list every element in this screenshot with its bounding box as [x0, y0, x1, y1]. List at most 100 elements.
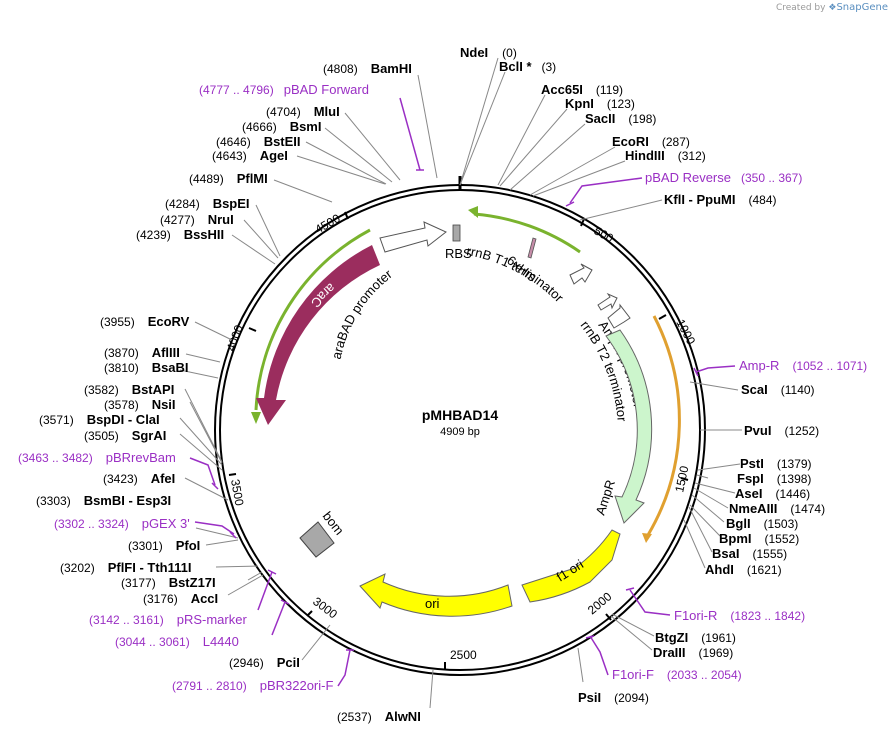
- primer: F1ori-F(2033 .. 2054): [612, 667, 742, 682]
- feature-ampr-promoter[interactable]: [597, 292, 618, 311]
- site: (3176)AccI: [143, 591, 218, 606]
- site: (3177)BstZ17I: [121, 575, 216, 590]
- site: (3505)SgrAI: [84, 428, 166, 443]
- tick-mark: [248, 327, 257, 332]
- feature-arac[interactable]: [256, 245, 380, 425]
- feature-label-rrnb-t1-terminator: rrnB T1 terminator: [465, 243, 567, 305]
- orf-arrowhead: [251, 412, 261, 424]
- site: (3303)BsmBI - Esp3I: [36, 493, 171, 508]
- orf-arrowhead: [468, 206, 478, 218]
- feature-rrnb-t2-terminator[interactable]: [607, 303, 631, 329]
- site: PstI(1379): [740, 456, 812, 471]
- site: KflI - PpuMI(484): [664, 192, 777, 207]
- site-leaders: [179, 57, 742, 709]
- site: (3870)AflIII: [104, 345, 180, 360]
- feature-f1-ori[interactable]: [521, 529, 621, 603]
- site: AseI(1446): [735, 486, 810, 501]
- tick-mark: [658, 314, 667, 320]
- site: (2946)PciI: [229, 655, 300, 670]
- tick-label: 1000: [673, 317, 698, 347]
- feature-ori[interactable]: [359, 573, 513, 617]
- site: BpmI(1552): [719, 531, 799, 546]
- credit-prefix: Created by: [775, 3, 826, 13]
- site: BsaI(1555): [712, 546, 787, 561]
- primers: (4777 .. 4796)pBAD Forward pBAD Reverse(…: [18, 82, 867, 693]
- site: PsiI(2094): [578, 690, 649, 705]
- primer: (3142 .. 3161)pRS-marker: [89, 612, 247, 627]
- feature-label-ampr: AmpR: [593, 478, 618, 517]
- primer: F1ori-R(1823 .. 1842): [674, 608, 805, 623]
- feature-rrnb-t1-terminator[interactable]: [569, 263, 593, 285]
- site: FspI(1398): [737, 471, 811, 486]
- primer: (3463 .. 3482)pBRrevBam: [18, 450, 176, 465]
- site: (3810)BsaBI: [104, 360, 189, 375]
- orf-arc: [254, 228, 371, 411]
- site: (4277)NruI: [160, 212, 234, 227]
- site: KpnI(123): [565, 96, 635, 111]
- tick-mark: [344, 211, 349, 220]
- tick-mark: [306, 610, 313, 617]
- feature-bom[interactable]: [299, 521, 335, 558]
- tick-label: 3500: [228, 478, 246, 507]
- site: (4646)BstEII: [216, 134, 301, 149]
- snapgene-logo-icon: ❖: [828, 3, 837, 13]
- site: (3301)PfoI: [128, 538, 200, 553]
- primer: pBAD Reverse(350 .. 367): [645, 170, 802, 185]
- tick-label: 2500: [450, 648, 477, 662]
- plasmid-name: pMHBAD14: [422, 407, 498, 423]
- site: (4284)BspEI: [165, 196, 250, 211]
- tick-label: 1500: [672, 464, 691, 493]
- site: BtgZI(1961): [655, 630, 736, 645]
- primer: (3044 .. 3061)L4440: [115, 634, 239, 649]
- feature-label-rbs: RBS: [445, 246, 472, 261]
- site: BclI *(3): [499, 59, 556, 74]
- site: (4704)MluI: [266, 104, 340, 119]
- feature-6xhis[interactable]: [527, 237, 537, 259]
- primer: (3302 .. 3324)pGEX 3': [54, 516, 190, 531]
- snapgene-credit: Created by ❖SnapGene: [776, 2, 888, 13]
- site: ScaI(1140): [741, 382, 815, 397]
- tick-marks: [228, 211, 689, 669]
- credit-brand: SnapGene: [836, 2, 888, 13]
- site: (3571)BspDI - ClaI: [39, 412, 160, 427]
- tick-mark: [680, 477, 689, 481]
- site: HindIII(312): [625, 148, 706, 163]
- site: SacII(198): [585, 111, 656, 126]
- site: BglI(1503): [726, 516, 798, 531]
- tick-mark: [580, 218, 585, 227]
- site: (2537)AlwNI: [337, 709, 421, 724]
- site: PvuI(1252): [744, 423, 819, 438]
- site: Acc65I(119): [541, 82, 623, 97]
- site: DraIII(1969): [653, 645, 733, 660]
- feature-label-ori: ori: [425, 596, 440, 611]
- site: (3578)NsiI: [104, 397, 176, 412]
- feature-arabad-promoter[interactable]: [379, 221, 447, 253]
- orf-arrowhead: [642, 533, 652, 543]
- site: (4489)PflMI: [189, 171, 268, 186]
- site: (4239)BssHII: [136, 227, 224, 242]
- restriction-sites: NdeI(0) BclI *(3) Acc65I(119) KpnI(123) …: [36, 45, 825, 724]
- orf-arc: [646, 315, 681, 536]
- orf-arc: [473, 212, 581, 254]
- primer: (4777 .. 4796)pBAD Forward: [199, 82, 369, 97]
- tick-label: 4500: [313, 211, 343, 237]
- site: (3202)PflFI - Tth111I: [60, 560, 191, 575]
- tick-label: 2000: [585, 589, 615, 617]
- feature-rbs[interactable]: [452, 224, 461, 242]
- tick-label: 3000: [310, 594, 340, 621]
- feature-ampr[interactable]: [605, 329, 653, 524]
- site: AhdI(1621): [705, 562, 782, 577]
- site: (3955)EcoRV: [100, 314, 190, 329]
- site: EcoRI(287): [612, 134, 690, 149]
- site: NdeI(0): [460, 45, 517, 60]
- tick-mark: [605, 613, 612, 621]
- site: (3582)BstAPI: [84, 382, 174, 397]
- site: (4666)BsmI: [242, 119, 321, 134]
- site: (4808)BamHI: [323, 61, 412, 76]
- site: NmeAIII(1474): [729, 501, 825, 516]
- primer: (2791 .. 2810)pBR322ori-F: [172, 678, 333, 693]
- plasmid-length: 4909 bp: [440, 426, 480, 438]
- site: (3423)AfeI: [103, 471, 175, 486]
- primer: Amp-R(1052 .. 1071): [739, 358, 867, 373]
